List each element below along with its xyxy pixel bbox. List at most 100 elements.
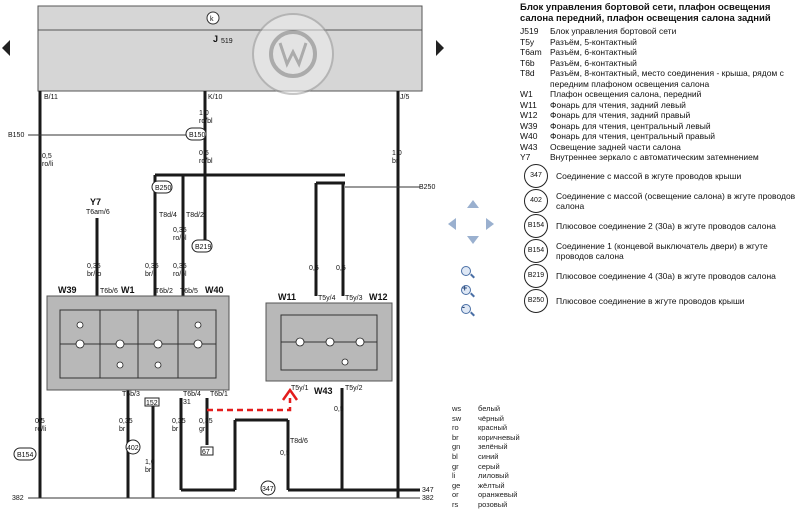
pan-right-icon[interactable] (486, 218, 494, 230)
svg-text:0,5ro/li: 0,5ro/li (42, 153, 54, 168)
color-code: or (452, 490, 459, 500)
watermark-logo (252, 13, 334, 95)
junction-b150: B150 (185, 127, 207, 141)
svg-text:0,5: 0,5 (336, 265, 346, 272)
wire-label-line: ro/bl (173, 235, 187, 242)
conn-b11: B/11 (44, 94, 58, 101)
wire-lbl-t5y3: 0,5 (336, 265, 346, 272)
conn-j5: J/5 (400, 94, 409, 101)
color-name: серый (478, 461, 500, 471)
prev-page-arrow[interactable] (2, 40, 10, 56)
wire-label-line: br (392, 158, 399, 165)
legend-circle-desc: Соединение с массой (освещение салона) в… (556, 190, 796, 211)
zoom-in-icon[interactable]: + (461, 283, 475, 299)
svg-text:1,0ro/bl: 1,0ro/bl (199, 110, 213, 125)
legend-circle-desc: Плюсовое соединение 2 (30а) в жгуте пров… (556, 220, 776, 231)
legend-desc: Фонарь для чтения, задний правый (550, 110, 691, 120)
svg-text:0,5: 0,5 (334, 406, 344, 413)
color-name: лиловый (478, 471, 509, 481)
color-code: ge (452, 480, 461, 490)
legend-desc: Разъём, 6-контактный (550, 47, 637, 57)
wire-label-line: gr (199, 426, 206, 433)
wire-label-line: ro/bl (199, 118, 213, 125)
lamp-icons-front (75, 321, 203, 369)
legend-code: Y7 (520, 152, 531, 162)
color-code: li (452, 471, 456, 481)
rail-label-left: 382 (12, 495, 24, 502)
wire-lbl-t6b3: 0,35 (119, 418, 133, 425)
legend-desc: Освещение задней части салона (550, 141, 681, 152)
svg-text:1,0br: 1,0br (145, 459, 155, 474)
wire-lbl-j5: 1,0 (392, 150, 402, 157)
pan-control (448, 200, 498, 250)
legend-desc: Разъём, 6-контактный (550, 57, 637, 68)
legend-circle-code: 402 (524, 188, 548, 213)
svg-text:0,5: 0,5 (309, 265, 319, 272)
term-t6b2: T6b/2 (155, 288, 173, 295)
wire-label-line: ro/li (35, 426, 47, 433)
legend-desc: Фонарь для чтения, задний левый (550, 99, 686, 110)
svg-text:B250: B250 (419, 184, 435, 191)
wire-lbl-t6b6: 0,35 (87, 263, 101, 270)
legend-circle-desc: Плюсовое соединение в жгуте проводов кры… (556, 295, 745, 306)
wire-label-line: br (172, 426, 179, 433)
color-name: розовый (478, 499, 508, 509)
junction-b250-right: B250 (419, 184, 435, 191)
legend-circle-item: B154 Плюсовое соединение 2 (30а) в жгуте … (520, 213, 798, 238)
color-name: белый (478, 404, 501, 413)
legend-desc: Плафон освещения салона, передний (550, 89, 702, 99)
legend-code: W40 (520, 131, 538, 141)
highlight-arrow (207, 398, 292, 412)
wire-lbl-t6b4: 0,35 (172, 418, 186, 425)
legend-code: W11 (520, 99, 537, 110)
legend-code: T6am (520, 47, 542, 57)
color-key-row: ge жёлтый (452, 481, 520, 491)
wire-lbl-152: 1,0 (145, 459, 155, 466)
zoom-fit-icon[interactable] (461, 266, 475, 280)
color-name: красный (478, 423, 508, 433)
zoom-out-icon[interactable]: - (461, 302, 475, 318)
legend-title: Блок управления бортовой сети, плафон ос… (520, 2, 771, 24)
svg-text:B250: B250 (155, 185, 171, 192)
legend-circle-code: B154 (524, 213, 548, 238)
wire-label-line: br (145, 467, 152, 474)
svg-text:347: 347 (262, 486, 274, 493)
color-key-row: ro красный (452, 423, 520, 433)
conn-k10: K/10 (208, 94, 223, 101)
svg-text:B219: B219 (195, 244, 211, 251)
legend-desc: Фонарь для чтения, центральный левый (550, 120, 711, 131)
color-code: br (452, 432, 459, 442)
term-t5y1: T5y/1 (291, 385, 309, 392)
pan-left-icon[interactable] (448, 218, 456, 230)
legend-circle-item: 402 Соединение с массой (освещение салона… (520, 188, 798, 213)
junction-347: 347 (260, 480, 276, 496)
pan-down-icon[interactable] (467, 236, 479, 244)
pan-up-icon[interactable] (467, 200, 479, 208)
junction-b250: B250 (151, 180, 173, 194)
color-name: зелёный (478, 442, 508, 452)
next-page-arrow[interactable] (436, 40, 444, 56)
color-name: жёлтый (478, 480, 505, 490)
component-y7: Y7 (90, 197, 101, 207)
svg-text:B150: B150 (8, 132, 24, 139)
color-code: ro (452, 423, 459, 433)
term-t8d6: T8d/6 (290, 438, 308, 445)
legend-circle-desc: Плюсовое соединение 4 (30а) в жгуте пров… (556, 270, 776, 281)
